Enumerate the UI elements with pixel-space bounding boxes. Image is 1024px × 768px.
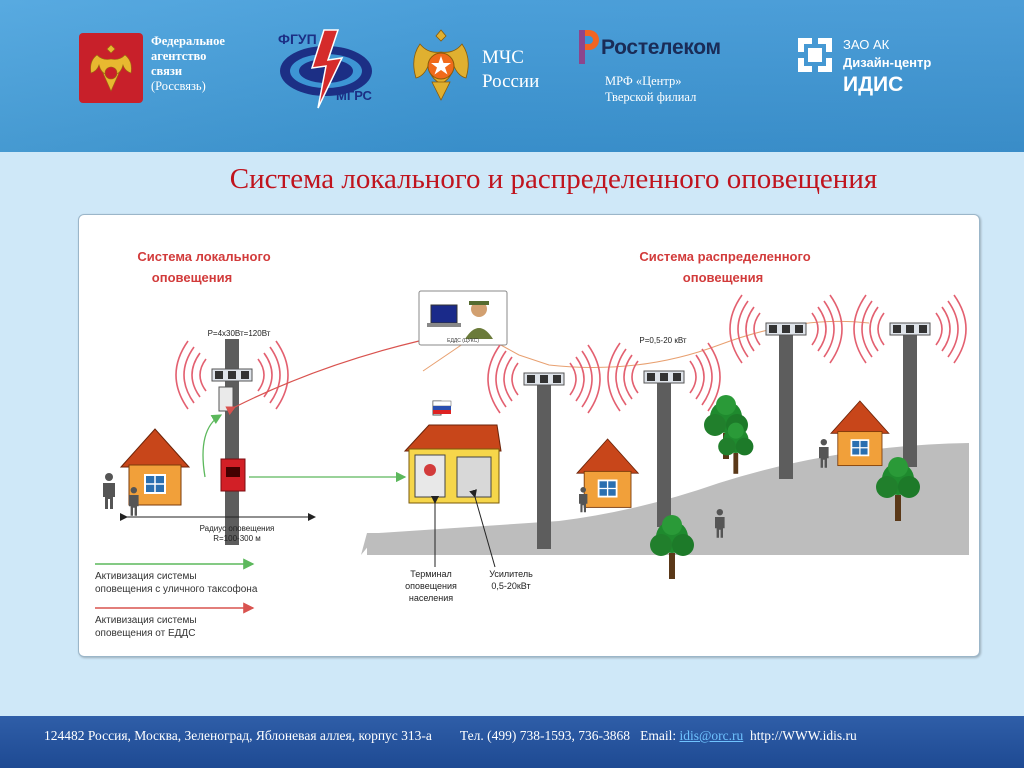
- rossvyaz-emblem-icon: [79, 33, 143, 103]
- local-house-icon: [120, 428, 190, 506]
- amplifier-cabinet-icon: [456, 456, 492, 498]
- terminal-label-3: населения: [409, 593, 453, 603]
- local-control-box: [218, 386, 234, 412]
- rossvyaz-line2: агентство: [151, 49, 207, 63]
- rossvyaz-line3: связи: [151, 64, 183, 78]
- rostelecom-branch: МРФ «Центр» Тверской филиал: [605, 73, 696, 105]
- dist-pole-1: [537, 381, 551, 549]
- terminal-label-1: Терминал: [410, 569, 451, 579]
- rossvyaz-line1: Федеральное: [151, 34, 225, 48]
- amp-label-1: Усилитель: [489, 569, 533, 579]
- person-icon: [103, 473, 115, 509]
- rossvyaz-text: Федеральное агентство связи (Россвязь): [151, 34, 225, 94]
- fgup-mgrs-logo: ФГУП МГРС: [278, 29, 373, 109]
- mchs-line1: МЧС: [482, 47, 524, 68]
- rostelecom-line1: МРФ «Центр»: [605, 74, 682, 88]
- edds-label: ЕДДС (ЦУКС): [447, 338, 479, 344]
- rostelecom-logo-icon: [579, 30, 599, 64]
- header-bar: Федеральное агентство связи (Россвязь) Ф…: [0, 0, 1024, 152]
- dist-house-2-icon: [830, 400, 890, 467]
- idis-line1: ЗАО АК: [843, 37, 890, 52]
- alert-system-diagram: Система локального оповещения Система ра…: [95, 249, 969, 639]
- header-shade: [0, 0, 1024, 152]
- mchs-line2: России: [482, 71, 540, 92]
- radius-label-1: Радиус оповещения: [200, 524, 275, 533]
- idis-logo-icon: [798, 38, 832, 72]
- diagram-panel: Система локального оповещения Система ра…: [78, 214, 980, 657]
- legend1-line1: Активизация системы: [95, 571, 197, 582]
- rostelecom-line2: Тверской филиал: [605, 90, 697, 104]
- idis-text: ЗАО АК Дизайн-центр ИДИС: [843, 36, 931, 98]
- mchs-text: МЧС России: [482, 46, 539, 94]
- amp-label-2: 0,5-20кВт: [491, 581, 530, 591]
- idis-line2: Дизайн-центр: [843, 55, 932, 70]
- footer-email-link[interactable]: idis@orc.ru: [679, 728, 744, 743]
- fgup-text: ФГУП: [278, 31, 317, 47]
- road: [367, 443, 969, 533]
- legend2-line2: оповещения от ЕДДС: [95, 628, 195, 639]
- dist-title-2: оповещения: [683, 270, 763, 285]
- terminal-roof: [403, 424, 502, 452]
- rossvyaz-line4: (Россвязь): [151, 79, 206, 93]
- footer-text: 124482 Россия, Москва, Зеленоград, Яблон…: [44, 728, 857, 744]
- mchs-emblem-icon: [413, 29, 469, 101]
- local-title-2: оповещения: [152, 270, 232, 285]
- dist-pole-2: [657, 377, 671, 527]
- laptop-icon: [430, 304, 458, 324]
- power-local-label: Р=4х30Вт=120Вт: [208, 329, 271, 338]
- amplifier-pointer: [469, 489, 496, 568]
- idis-line3: ИДИС: [843, 73, 904, 96]
- footer-address: 124482 Россия, Москва, Зеленоград, Яблон…: [44, 728, 432, 743]
- local-title-1: Система локального: [137, 249, 270, 264]
- dist-pole-4: [903, 329, 917, 467]
- dist-pole-3: [779, 329, 793, 479]
- radius-label-2: R=100-300 м: [213, 534, 261, 543]
- slide-title: Система локального и распределенного опо…: [229, 163, 878, 195]
- dist-title-1: Система распределенного: [639, 249, 810, 264]
- red-link-edds: [225, 340, 420, 416]
- legend2-line1: Активизация системы: [95, 615, 197, 626]
- rostelecom-name: Ростелеком: [601, 36, 721, 59]
- mgrs-text: МГРС: [336, 88, 373, 103]
- footer-email-label: Email:: [640, 728, 677, 743]
- legend1-line2: оповещения с уличного таксофона: [95, 583, 258, 595]
- green-arrow-house: [202, 414, 223, 478]
- power-dist-label: Р=0,5-20 кВт: [639, 336, 686, 345]
- terminal-label-2: оповещения: [405, 581, 457, 591]
- footer-phone: Тел. (499) 738-1593, 736-3868: [459, 728, 630, 743]
- footer-site[interactable]: http://WWW.idis.ru: [750, 728, 857, 743]
- footer-bar: 124482 Россия, Москва, Зеленоград, Яблон…: [0, 716, 1024, 768]
